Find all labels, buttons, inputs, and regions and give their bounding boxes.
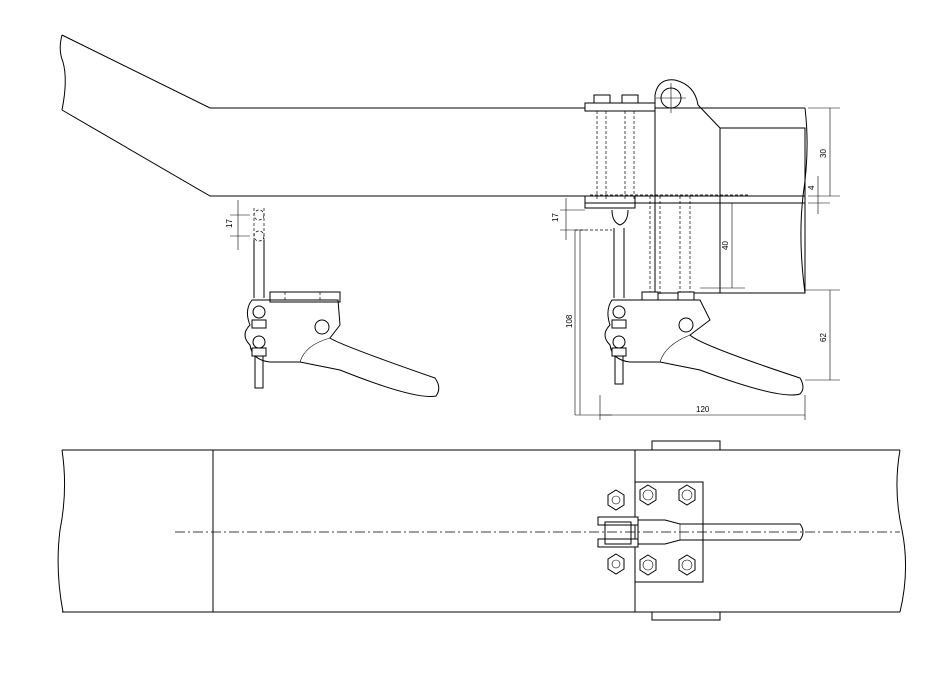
beam-top-edge: [61, 34, 805, 109]
bolt-head-2: [621, 94, 639, 104]
dimension-17-left: 17: [225, 200, 250, 250]
hex-nut-2: [678, 484, 696, 506]
beam-tube-section: [719, 127, 806, 294]
toggle-clamp-left: [244, 208, 440, 397]
beam-break-line-left: [59, 34, 66, 111]
dim-17-right-label: 17: [551, 213, 560, 222]
bracket-plate: [654, 79, 721, 294]
left-clamp-pivot: [314, 319, 330, 335]
dimension-120: 120: [599, 395, 806, 420]
hook: [611, 209, 629, 226]
clamp-bottom-plate: [584, 195, 636, 209]
hex-nut-1: [639, 484, 657, 506]
dim-40-label: 40: [721, 241, 730, 250]
dim-120-label: 120: [696, 405, 710, 414]
dimension-62: 62: [805, 289, 840, 381]
dimension-30: 30: [808, 107, 840, 197]
right-nut-2: [677, 291, 695, 301]
beam-plan-view: [57, 440, 907, 621]
dim-17-left-label: 17: [225, 219, 234, 228]
hex-nut-3: [639, 554, 657, 576]
dim-30-label: 30: [819, 149, 828, 158]
plan-mounting-plate: [634, 481, 704, 583]
clamp-top-plate: [584, 102, 656, 112]
right-nut-1: [641, 291, 659, 301]
dimension-108: 108: [565, 230, 612, 416]
beam-break-line-right: [800, 107, 808, 294]
dimension-40: 40: [700, 202, 745, 289]
plan-break-left: [57, 449, 66, 613]
beam-bottom-edge: [61, 109, 805, 197]
dimension-17-right: 17: [551, 198, 585, 240]
bracket-assembly: [575, 79, 721, 295]
plan-hex-nuts: [607, 484, 696, 576]
toggle-clamp-right: [604, 228, 804, 396]
right-clamp-body: [604, 299, 804, 396]
plan-handle-body: [637, 519, 804, 545]
plan-break-right: [896, 449, 907, 613]
dimension-4: 4: [807, 176, 830, 214]
plan-clamp-handle: [597, 516, 804, 548]
dim-4-label: 4: [807, 185, 816, 190]
right-clamp-spindle: [614, 355, 624, 385]
left-clamp-body: [244, 299, 440, 397]
left-clamp-base: [269, 291, 341, 303]
hex-nut-5: [607, 489, 625, 511]
right-clamp-pivot: [678, 317, 694, 333]
bolt-head-1: [593, 94, 611, 104]
dim-108-label: 108: [565, 314, 574, 328]
hex-nut-4: [678, 554, 696, 576]
left-clamp-spindle: [254, 355, 264, 389]
hex-nut-6: [607, 553, 625, 575]
dim-62-label: 62: [819, 333, 828, 342]
beam-side-view: [59, 34, 808, 294]
